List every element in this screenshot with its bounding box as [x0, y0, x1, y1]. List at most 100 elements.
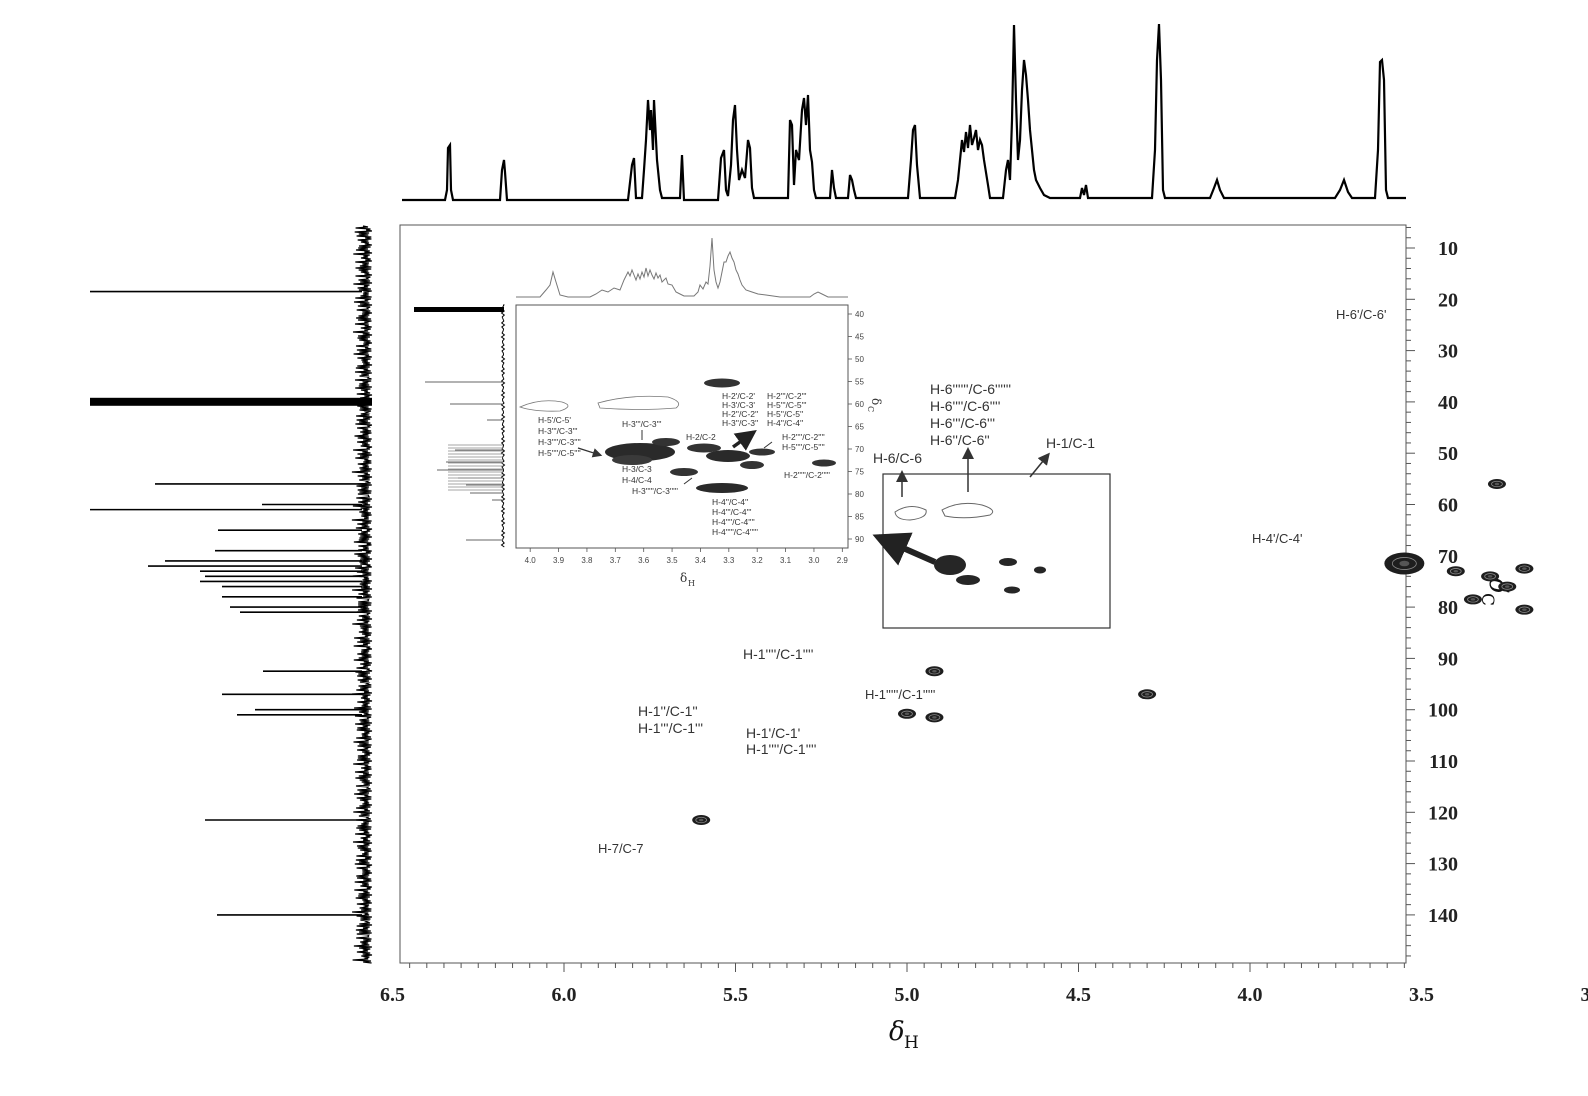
label-h1-4p: H-1''''/C-1'''' [743, 646, 813, 662]
y-tick-label: 70 [1438, 546, 1458, 568]
inset-y-axis-title: δ C [866, 398, 883, 412]
label-h6p-c6p: H-6'/C-6' [1336, 307, 1386, 322]
inset-y-tick-label: 65 [855, 423, 864, 432]
y-tick-label: 40 [1438, 392, 1458, 414]
label-h1p-c1p: H-1'/C-1' [746, 725, 800, 741]
inset-y-tick-label: 70 [855, 445, 864, 454]
inset-x-axis-title-symbol: δ [680, 571, 687, 585]
x-tick-label: 4.5 [1066, 984, 1091, 1006]
inset-label: H-4'''''/C-4''''' [712, 527, 758, 537]
y-tick-label: 20 [1438, 289, 1458, 311]
cross-peak-contour [1505, 585, 1510, 588]
inset-label: H-3''/C-3'' [722, 418, 759, 428]
inset-x-tick-label: 3.7 [610, 556, 622, 565]
y-tick-label: 120 [1428, 802, 1458, 824]
cross-peak [692, 815, 710, 825]
inset-solvent-peak [414, 307, 504, 312]
label-h6-3p: H-6'''/C-6''' [930, 415, 995, 431]
label-h1-3p: H-1'''/C-1''' [638, 720, 703, 736]
inset-y-tick-label: 80 [855, 490, 864, 499]
label-h1-5p: H-1'''''/C-1''''' [865, 687, 935, 702]
arrow-zoom-to-inset [878, 537, 935, 562]
inset-x-tick-label: 3.8 [581, 556, 593, 565]
inset-label: H-3'''''/C-3''''' [632, 486, 678, 496]
y-tick-label: 50 [1438, 443, 1458, 465]
inset-y-tick-label: 55 [855, 378, 864, 387]
inset-peak [812, 460, 836, 467]
inset-peak [749, 449, 775, 456]
label-h1-4p-b: H-1''''/C-1'''' [746, 741, 816, 757]
inset-y-tick-label: 60 [855, 400, 864, 409]
inset-peak [670, 468, 698, 476]
inset-proton-projection [516, 238, 848, 297]
inset-label: H-2''''/C-2'''' [782, 432, 825, 442]
cross-peak-contour [956, 575, 980, 585]
inset-x-tick-label: 2.9 [837, 556, 849, 565]
inset-y-tick-label: 75 [855, 468, 864, 477]
inset-x-tick-label: 3.6 [638, 556, 650, 565]
x-axis-title-subscript: H [904, 1033, 919, 1053]
inset-label: H-5''''/C-5'''' [782, 442, 825, 452]
inset-x-tick-label: 3.1 [780, 556, 792, 565]
inset-x-tick-label: 3.9 [553, 556, 565, 565]
inset-x-axis-title: δ H [680, 571, 695, 588]
inset-x-tick-label: 3.3 [723, 556, 735, 565]
x-tick-label: 5.5 [723, 984, 748, 1006]
cross-peak [1515, 605, 1533, 615]
inset-label: H-4'''/C-4''' [712, 507, 752, 517]
x-tick-label: 3.0 [1581, 984, 1588, 1006]
inset-label: H-2/C-2 [686, 432, 716, 442]
label-h7-c7: H-7/C-7 [598, 841, 644, 856]
y-tick-label: 130 [1428, 854, 1458, 876]
label-h1-c1: H-1/C-1 [1046, 435, 1095, 451]
y-tick-label: 90 [1438, 648, 1458, 670]
solvent-peak [90, 398, 372, 406]
label-h1-2p: H-1''/C-1'' [638, 703, 698, 719]
cross-peak [1384, 552, 1424, 574]
proton-projection-spectrum [402, 24, 1406, 200]
inset-y-axis-title-subscript: C [866, 406, 875, 412]
inset-y-tick-label: 40 [855, 310, 864, 319]
inset-peak [652, 438, 680, 446]
inset-y-axis-title-symbol: δ [869, 398, 883, 405]
x-tick-label: 5.0 [895, 984, 920, 1006]
inset-label: H-4''/C-4'' [767, 418, 804, 428]
cross-peak-contour [932, 716, 937, 719]
cross-peak [925, 712, 943, 722]
inset-peak [696, 483, 748, 493]
cross-peak-contour [999, 558, 1017, 566]
cross-peak [1464, 594, 1482, 604]
inset-y-tick-label: 45 [855, 333, 864, 342]
inset-label: H-3/C-3 [622, 464, 652, 474]
inset-peak [740, 461, 764, 469]
carbon-baseline-noise [352, 226, 372, 963]
cross-peak-contour [1145, 693, 1150, 696]
cross-peak-contour [1034, 567, 1046, 574]
x-axis-title-symbol: δ [889, 1017, 905, 1047]
inset-label: H-5'/C-5' [538, 415, 571, 425]
label-h6-6p: H-6''''''/C-6'''''' [930, 381, 1011, 397]
inset-label: H-3'''/C-3''' [622, 419, 662, 429]
cross-peak [1498, 582, 1516, 592]
cross-peak [1447, 566, 1465, 576]
cross-peak-contour [1495, 483, 1500, 486]
inset-x-tick-label: 3.2 [752, 556, 764, 565]
inset-label: H-3'''/C-3''' [538, 426, 578, 436]
cross-peak [1488, 479, 1506, 489]
inset-x-tick-label: 4.0 [525, 556, 537, 565]
y-tick-label: 110 [1429, 751, 1458, 773]
inset-peak [706, 450, 750, 462]
label-h4p-c4p: H-4'/C-4' [1252, 531, 1302, 546]
inset-carbon-baseline [502, 305, 505, 547]
y-tick-label: 100 [1428, 700, 1458, 722]
label-h6-c6: H-6/C-6 [873, 450, 922, 466]
inset-label: H-5''''/C-5'''' [538, 448, 581, 458]
carbon-projection-spectrum [90, 226, 372, 963]
x-tick-label: 6.0 [552, 984, 577, 1006]
inset-x-axis-title-subscript: H [688, 579, 695, 588]
zoom-box-faint-peaks [895, 503, 993, 520]
